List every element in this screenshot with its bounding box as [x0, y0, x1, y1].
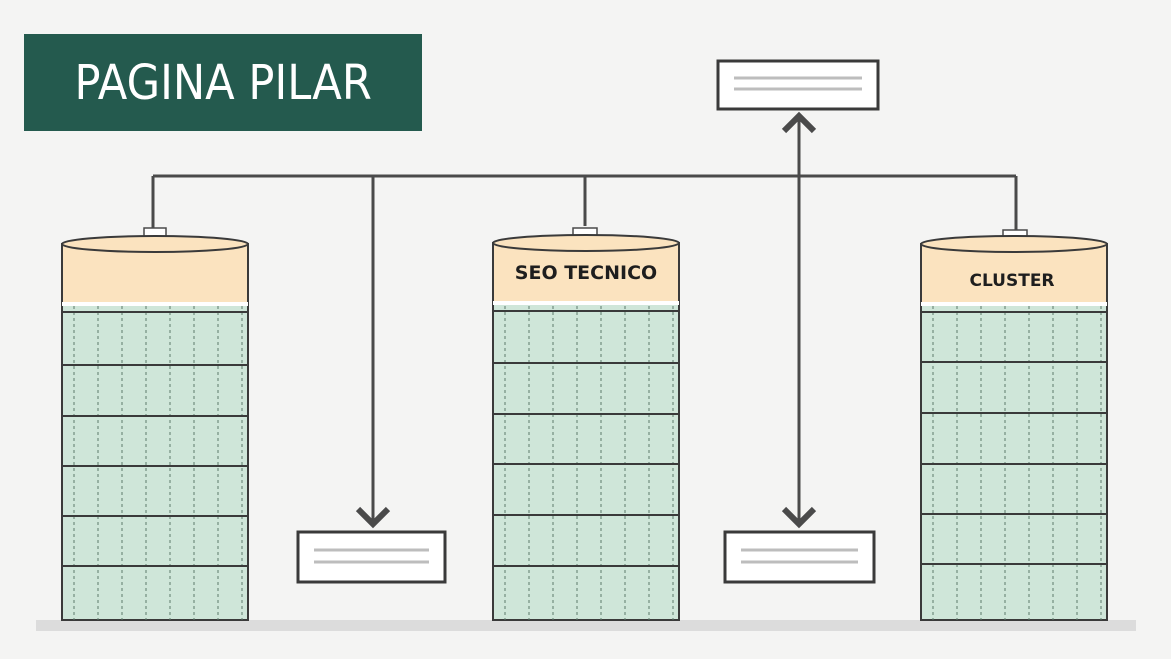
- note-box-left: [298, 532, 445, 582]
- cylinder-label-cluster: CLUSTER: [969, 271, 1054, 291]
- cylinder-left: [62, 236, 248, 620]
- note-box-top: [718, 61, 878, 109]
- ground-line: [36, 620, 1136, 631]
- cylinder-seo-tecnico: SEO TECNICO: [493, 235, 679, 620]
- note-box-right: [725, 532, 874, 582]
- cylinder-label-seo-tecnico: SEO TECNICO: [515, 262, 657, 284]
- cylinder-cluster: CLUSTER: [921, 236, 1107, 620]
